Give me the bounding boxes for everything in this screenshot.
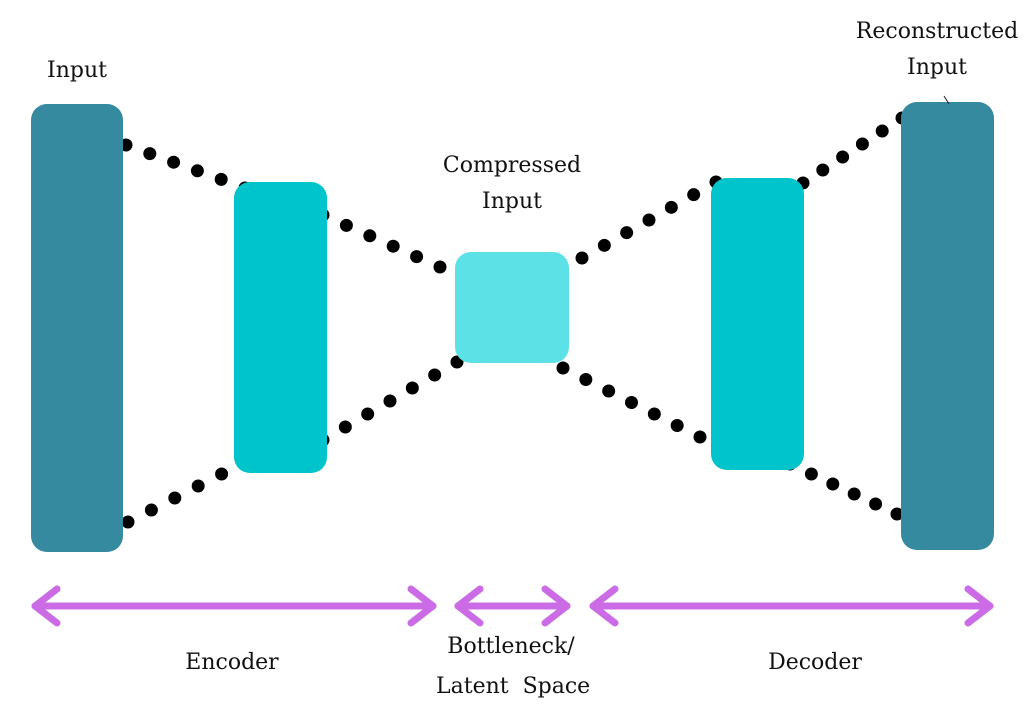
connection-dot	[670, 419, 684, 432]
connection-dot	[191, 479, 205, 493]
connection-dot	[215, 467, 229, 481]
input-label-text: Input	[47, 58, 107, 83]
encoder-hidden-block	[234, 182, 327, 473]
connection-dot	[579, 373, 593, 386]
connection-dot	[556, 361, 570, 375]
connection-dot	[575, 251, 589, 265]
connection-dot	[361, 407, 375, 421]
connection-dot	[664, 200, 678, 214]
connection-dot	[405, 381, 419, 395]
arrow-head-right	[541, 585, 571, 627]
arrow-head-left	[454, 585, 484, 627]
input-label: Input	[27, 53, 127, 89]
connection-dot	[620, 226, 634, 240]
connection-dot	[433, 260, 447, 274]
encoder-arrow	[31, 585, 437, 627]
reconstructed-label-line-2: Input	[907, 55, 967, 80]
encoder-label-text: Encoder	[185, 650, 279, 675]
connection-dot	[869, 497, 883, 511]
section-arrows	[31, 585, 994, 627]
reconstructed-input-label: Reconstructed Input	[847, 14, 1024, 86]
compressed-block	[455, 252, 569, 363]
connection-dot	[410, 250, 424, 264]
input-block	[31, 104, 123, 552]
connection-dot	[428, 368, 442, 382]
connection-dot	[143, 147, 157, 161]
arrow-head-right	[407, 585, 437, 627]
compressed-label-line-2: Input	[482, 189, 542, 214]
connection-dot	[847, 487, 861, 501]
connection-dot	[121, 515, 135, 529]
connection-dot	[804, 467, 818, 481]
arrow-head-left	[31, 585, 61, 627]
connection-dot	[890, 507, 904, 521]
connection-dot	[826, 477, 840, 491]
connection-dot	[167, 155, 181, 169]
connection-dot	[338, 420, 352, 434]
reconstructed-block	[901, 102, 994, 550]
connection-dot	[144, 503, 158, 517]
connection-dot	[642, 213, 656, 227]
arrow-head-left	[589, 585, 619, 627]
connection-dot	[214, 172, 228, 186]
connection-dot	[816, 163, 830, 177]
arrow-head-right	[964, 585, 994, 627]
decoder-label: Decoder	[755, 645, 875, 681]
decoder-label-text: Decoder	[768, 650, 862, 675]
connection-dot	[687, 188, 701, 202]
bottleneck-label-line-2: Latent Space	[436, 674, 591, 699]
connection-dot	[647, 407, 661, 421]
connection-dot	[597, 238, 611, 252]
compressed-label-line-1: Compressed	[442, 153, 582, 178]
bottleneck-label-line-1: Bottleneck/	[447, 634, 575, 659]
pointer-tick	[943, 95, 950, 105]
reconstructed-label-line-1: Reconstructed	[855, 19, 1019, 44]
compressed-input-label: Compressed Input	[422, 148, 602, 220]
connection-dot	[836, 150, 850, 164]
connection-dot	[363, 229, 377, 243]
connection-dot	[625, 396, 638, 409]
connection-dot	[875, 124, 889, 138]
connection-dot	[339, 218, 353, 232]
connection-dot	[693, 430, 707, 444]
bottleneck-label: Bottleneck/ Latent Space	[436, 627, 591, 707]
bottleneck-arrow	[454, 585, 571, 627]
decoder-hidden-block	[711, 178, 804, 470]
connection-dot	[386, 239, 400, 253]
decoder-arrow	[589, 585, 994, 627]
connection-dot	[168, 491, 182, 505]
connection-dot	[855, 137, 869, 151]
connection-dot	[190, 164, 204, 178]
encoder-label: Encoder	[172, 645, 292, 681]
connection-dot	[383, 394, 397, 408]
connection-dot	[602, 384, 616, 398]
